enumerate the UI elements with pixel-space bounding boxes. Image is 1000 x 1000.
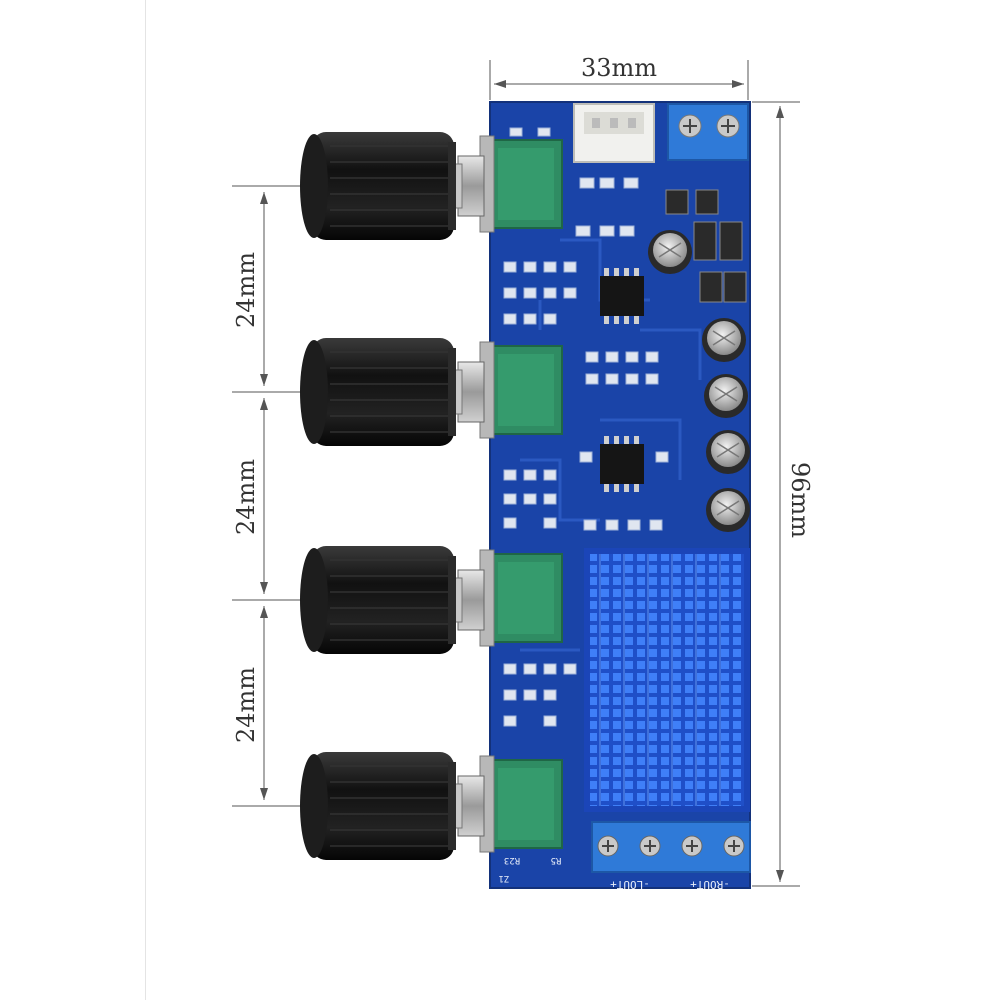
potentiometer-knob-4	[300, 752, 563, 860]
jst-connector	[573, 103, 655, 163]
spacing-label-3: 24mm	[232, 667, 260, 743]
potentiometer-knob-2	[300, 338, 563, 446]
electrolytic-capacitors	[648, 230, 750, 532]
silkscreen-labels: R23 R5 Z1 -LOUT+ -ROUT+	[499, 855, 730, 891]
smd-diodes	[665, 189, 747, 303]
heatsink	[584, 548, 750, 812]
knob-group	[300, 132, 563, 860]
label-lout: -LOUT+	[610, 878, 650, 891]
label-r5: R5	[551, 855, 562, 865]
height-label: 96mm	[786, 462, 814, 538]
output-terminals	[591, 821, 751, 873]
potentiometer-knob-1	[300, 132, 563, 240]
potentiometer-knob-3	[300, 546, 563, 654]
label-z1: Z1	[499, 873, 510, 883]
label-rout: -ROUT+	[690, 878, 730, 891]
op-amp-ic-2	[600, 436, 644, 492]
label-r23: R23	[504, 855, 520, 865]
spacing-dimensions: 24mm 24mm 24mm	[232, 185, 330, 807]
power-terminal	[667, 103, 749, 161]
page-divider	[145, 0, 146, 1000]
spacing-label-1: 24mm	[232, 252, 260, 328]
smd-components	[503, 127, 669, 727]
spacing-label-2: 24mm	[232, 459, 260, 535]
op-amp-ic-1	[600, 268, 644, 324]
height-dimension: 96mm	[752, 101, 814, 887]
width-dimension: 33mm	[489, 54, 749, 100]
width-label: 33mm	[581, 54, 657, 82]
